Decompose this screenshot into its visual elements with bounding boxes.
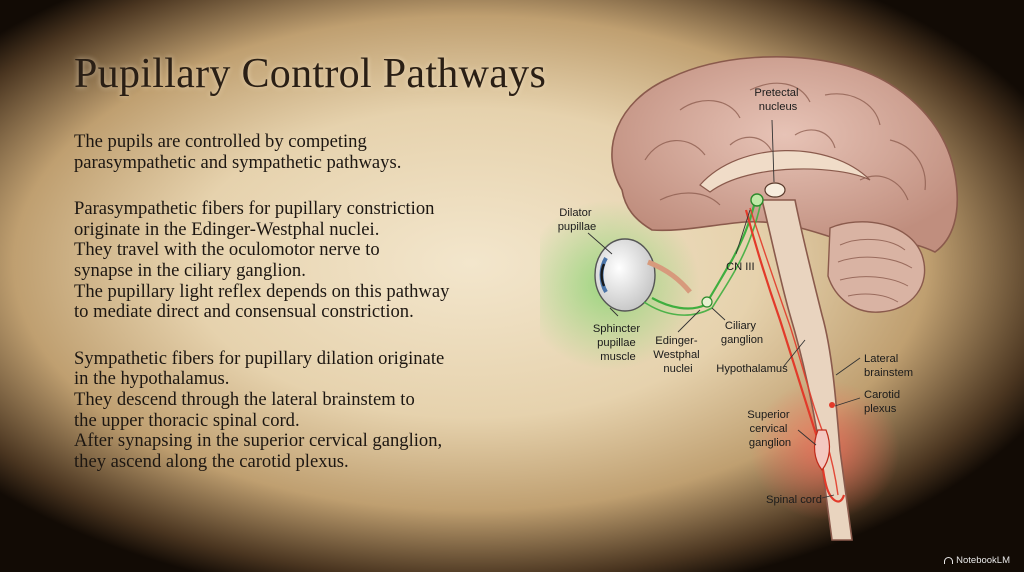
pretectal-nucleus (764, 182, 786, 198)
label-pretectal: Pretectal nucleus (754, 87, 801, 113)
text-line: Parasympathetic fibers for pupillary con… (74, 198, 435, 220)
text-line: originate in the Edinger-Westphal nuclei… (74, 218, 380, 240)
text-line: Sympathetic fibers for pupillary dilatio… (74, 347, 445, 369)
cerebellum-folia (837, 238, 913, 303)
paragraph-intro: The pupils are controlled by competing p… (74, 131, 564, 173)
paragraph-parasympathetic: Parasympathetic fibers for pupillary con… (74, 199, 564, 323)
label-ciliary: Ciliary ganglion (721, 320, 763, 346)
text-line: in the hypothalamus. (74, 368, 230, 390)
label-carotid: Carotid plexus (864, 389, 903, 415)
optic-nerve (647, 259, 692, 294)
notebooklm-icon (944, 557, 954, 564)
pupillary-pathway-diagram: Pretectal nucleus Dilator pupillae CN II… (540, 40, 1024, 570)
sympathetic-pathway (744, 209, 846, 503)
brain-gyri (644, 82, 926, 206)
label-hypothalamus: Hypothalamus (716, 363, 788, 375)
cerebellum (827, 221, 926, 313)
text-line: synapse in the ciliary ganglion. (74, 259, 306, 281)
label-edinger-westphal: Edinger- Westphal nuclei (653, 335, 703, 375)
text-line: They travel with the oculomotor nerve to (74, 239, 380, 261)
text-line: they ascend along the carotid plexus. (74, 450, 349, 472)
label-superior-cervical: Superior cervical ganglion (747, 409, 792, 449)
text-line: After synapsing in the superior cervical… (74, 430, 443, 452)
text-line: parasympathetic and sympathetic pathways… (74, 151, 402, 173)
corpus-callosum (699, 150, 871, 193)
carotid-node (829, 402, 835, 408)
text-line: The pupillary light reflex depends on th… (74, 280, 450, 302)
text-line: The pupils are controlled by competing (74, 131, 367, 152)
oculomotor-nerve (643, 196, 763, 316)
slide-title: Pupillary Control Pathways (74, 51, 547, 97)
label-spinal-cord: Spinal cord (766, 494, 822, 506)
notebooklm-watermark: NotebookLM (944, 555, 1010, 566)
label-dilator: Dilator pupillae (558, 207, 597, 233)
parasympathetic-pathway (651, 196, 758, 310)
text-line: the upper thoracic spinal cord. (74, 409, 300, 431)
pupil (600, 263, 606, 287)
brand-label: NotebookLM (956, 555, 1010, 566)
label-cn3: CN III (726, 261, 755, 273)
label-lateral-brainstem: Lateral brainstem (864, 353, 913, 379)
text-line: They descend through the lateral brainst… (74, 388, 415, 410)
diagram-svg: Pretectal nucleus Dilator pupillae CN II… (540, 56, 959, 541)
leader-lines (587, 119, 861, 499)
sympathetic-tract (749, 207, 839, 496)
body-text: The pupils are controlled by competing p… (74, 131, 564, 498)
eye (594, 238, 692, 312)
ciliary-ganglion-node (701, 296, 713, 308)
edinger-westphal-node (750, 193, 764, 207)
text-line: to mediate direct and consensual constri… (74, 301, 414, 323)
paragraph-sympathetic: Sympathetic fibers for pupillary dilatio… (74, 347, 564, 473)
label-sphincter: Sphincter pupillae muscle (593, 323, 643, 363)
